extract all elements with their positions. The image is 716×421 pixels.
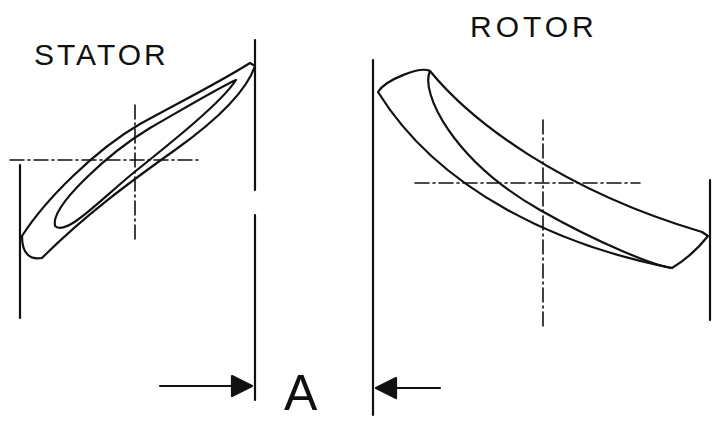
arrowhead xyxy=(376,378,396,398)
rotor-edge-line xyxy=(372,60,374,415)
rotor-edge-line xyxy=(709,180,711,320)
rotor-blade-inner xyxy=(428,71,672,268)
stator-edge-line xyxy=(254,215,256,400)
centre-line xyxy=(134,105,136,240)
part-name: ROTOR xyxy=(470,12,598,42)
stator-edge-line xyxy=(254,40,256,190)
stator-edge-line xyxy=(19,165,21,318)
stator-blade-inner xyxy=(55,80,236,228)
centre-line xyxy=(542,120,544,330)
part-name: STATOR xyxy=(34,40,169,70)
arrowhead xyxy=(232,376,252,396)
centre-line xyxy=(10,159,200,161)
dimension-label: A xyxy=(284,368,317,418)
centre-line xyxy=(415,182,640,184)
